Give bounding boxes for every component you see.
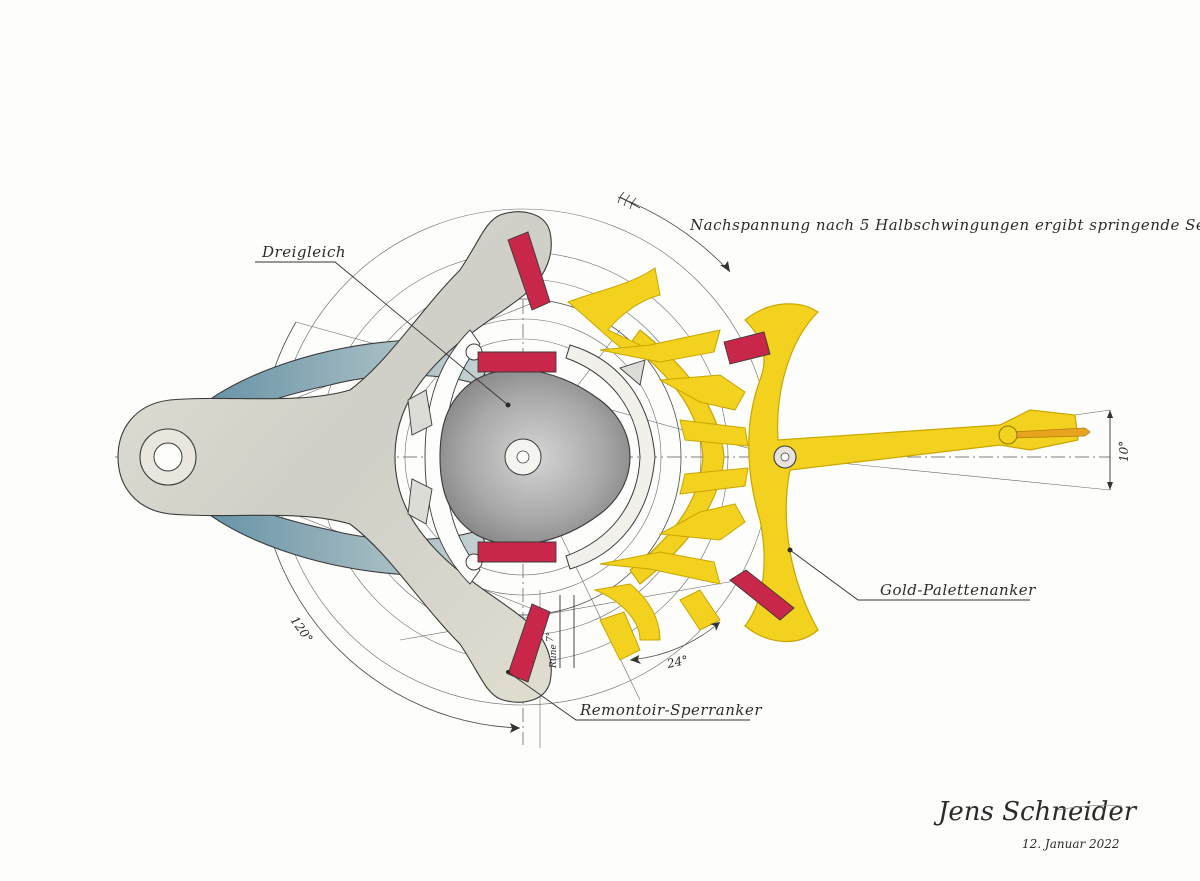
gold-escape-wheel	[567, 267, 749, 661]
dim-rune: Rune	[549, 644, 559, 669]
signature-date: 12. Januar 2022	[1022, 837, 1120, 851]
label-remontoir-sperranker: Remontoir-Sperranker	[579, 701, 762, 719]
feather-arrow-icon	[617, 191, 641, 210]
signature-name: Jens Schneider	[933, 797, 1138, 827]
dreigleich-cam	[439, 369, 631, 545]
note-nachspannung: Nachspannung nach 5 Halbschwingungen erg…	[689, 216, 1200, 234]
dim-7-degree: 7°	[546, 632, 556, 642]
ruby-pallets-sperranker	[477, 231, 557, 683]
label-gold-palettenanker: Gold-Palettenanker	[880, 581, 1036, 599]
label-dreigleich: Dreigleich	[261, 243, 346, 261]
remontoir-sperranker	[117, 211, 552, 703]
dim-24-degree: 24°	[665, 653, 690, 671]
annotations: Dreigleich Gold-Palettenanker Remontoir-…	[255, 191, 1200, 721]
gold-palettenanker	[723, 303, 1091, 643]
remontoir-wheel	[407, 344, 656, 570]
dim-10-degree: 10°	[1117, 441, 1131, 462]
signature-block: Jens Schneider 12. Januar 2022	[933, 797, 1138, 851]
